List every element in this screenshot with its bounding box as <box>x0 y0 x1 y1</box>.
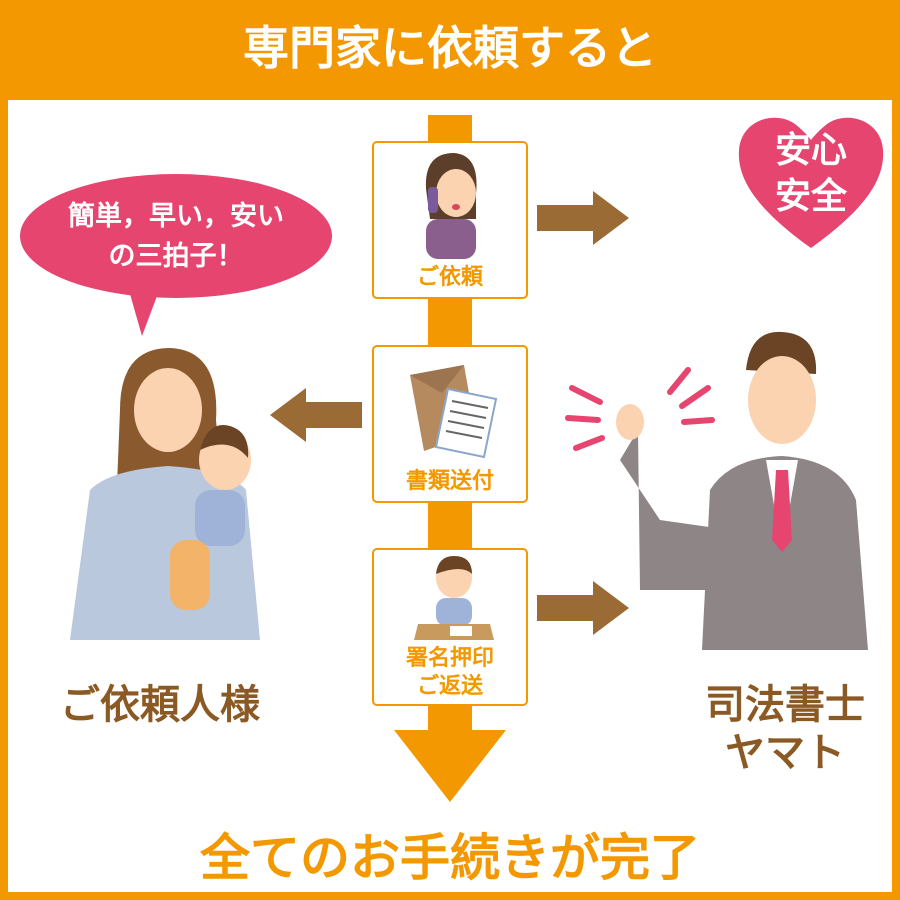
envelope-documents-icon <box>410 365 498 458</box>
man-signing-icon <box>414 556 494 640</box>
down-arrow-icon <box>394 730 506 802</box>
step-label: 署名押印 <box>405 646 494 671</box>
expert-name-1: 司法書士 <box>705 682 865 728</box>
step-label: ご返送 <box>416 674 483 699</box>
heart-text-1: 安心 <box>774 130 847 171</box>
step-label: ご依頼 <box>416 265 483 290</box>
bubble-line-2: の三拍子！ <box>108 241 244 272</box>
completion-text: 全てのお手続きが完了 <box>200 829 700 887</box>
mother-and-child-illustration <box>70 348 260 640</box>
heart-icon <box>738 117 884 249</box>
right-arrow-icon <box>537 191 629 245</box>
speech-bubble <box>20 174 332 336</box>
step-sign-return: 署名押印 ご返送 <box>372 548 528 706</box>
client-label: ご依頼人様 <box>60 682 260 728</box>
right-arrow-icon <box>537 581 629 635</box>
step-label: 書類送付 <box>405 469 494 494</box>
left-arrow-icon <box>270 388 362 442</box>
expert-name-2: ヤマト <box>725 730 845 776</box>
step-request: ご依頼 <box>372 141 528 299</box>
bubble-line-1: 簡単，早い，安い <box>68 201 284 232</box>
woman-on-phone-icon <box>425 153 477 259</box>
step-documents: 書類送付 <box>372 345 528 503</box>
page-title: 専門家に依頼すると <box>243 21 657 75</box>
heart-text-2: 安全 <box>774 176 847 217</box>
legal-scrivener-illustration <box>565 331 868 650</box>
